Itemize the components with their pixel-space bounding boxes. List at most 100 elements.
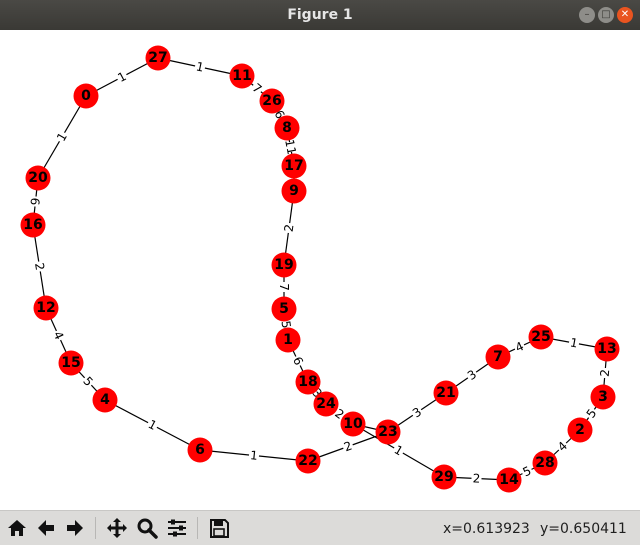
node-label: 16 [23, 217, 42, 233]
edge-label-background [50, 328, 67, 343]
node-circle [33, 295, 59, 321]
minimize-icon[interactable]: – [579, 7, 595, 23]
graph-node: 4 [92, 387, 118, 413]
forward-button[interactable] [62, 515, 88, 541]
node-label: 8 [282, 120, 292, 136]
edge-weight-label: 1 [53, 129, 71, 145]
window-titlebar[interactable]: Figure 1 – □ ✕ [0, 0, 640, 30]
node-label: 3 [598, 389, 608, 405]
graph-node: 9 [281, 178, 307, 204]
edge-label-background [340, 438, 356, 455]
node-label: 6 [195, 442, 205, 458]
edge-weight-label: 3 [408, 403, 426, 422]
graph-node: 15 [58, 350, 84, 376]
node-label: 20 [28, 170, 48, 186]
node-label: 13 [597, 341, 616, 357]
edge-label-background [281, 222, 297, 234]
node-label: 5 [279, 301, 289, 317]
node-circle [590, 384, 616, 410]
edge-weight-label: 1 [567, 335, 581, 351]
edge-label-background [248, 448, 260, 463]
graph-node: 3 [590, 384, 616, 410]
edge-weight-label: 2 [281, 222, 297, 234]
edge-weight-text: 7 [277, 283, 291, 291]
edge-weight-label: 2 [340, 438, 356, 455]
node-circle [259, 88, 285, 114]
graph-node: 20 [25, 165, 51, 191]
home-button[interactable] [4, 515, 30, 541]
node-circle [275, 327, 301, 353]
graph-node: 16 [20, 212, 46, 238]
graph-node: 17 [281, 153, 307, 179]
pan-button[interactable] [104, 515, 130, 541]
save-button[interactable] [206, 515, 232, 541]
graph-node: 0 [73, 83, 99, 109]
graph-node: 13 [594, 336, 620, 362]
graph-node: 26 [259, 88, 285, 114]
edge-weight-text: 9 [28, 197, 43, 206]
edge-label-background [512, 338, 527, 356]
save-icon [210, 519, 229, 538]
graph-node: 25 [528, 324, 554, 350]
edge-label-background [519, 463, 535, 480]
node-label: 2 [575, 422, 585, 438]
move-icon [107, 518, 127, 538]
node-circle [295, 369, 321, 395]
node-circle [271, 252, 297, 278]
node-label: 27 [148, 50, 167, 66]
graph-node: 21 [433, 380, 459, 406]
edge-weight-label: 5 [278, 318, 294, 331]
graph-node: 14 [496, 467, 522, 493]
graph-node: 11 [229, 63, 255, 89]
edge-label-background [567, 335, 581, 351]
node-circle [58, 350, 84, 376]
edge-weight-label: 1 [390, 441, 407, 460]
graph-node: 24 [313, 391, 339, 417]
home-icon [8, 520, 26, 536]
node-circle [431, 464, 457, 490]
graph-node: 10 [340, 411, 366, 437]
edge-weight-label: 4 [50, 328, 67, 343]
node-label: 11 [232, 68, 251, 84]
edge-label-background [308, 384, 326, 402]
graph-node: 8 [274, 115, 300, 141]
node-circle [25, 165, 51, 191]
node-label: 25 [531, 329, 550, 345]
toolbar-separator [197, 517, 198, 539]
edge-weight-label: 5 [519, 463, 535, 480]
edge-weight-text: 2 [282, 223, 297, 232]
node-label: 4 [100, 392, 110, 408]
window-title: Figure 1 [287, 7, 353, 23]
node-circle [594, 336, 620, 362]
node-circle [274, 115, 300, 141]
graph-node: 12 [33, 295, 59, 321]
zoom-icon [137, 518, 158, 539]
graph-node: 23 [375, 419, 401, 445]
back-button[interactable] [33, 515, 59, 541]
node-circle [532, 450, 558, 476]
edge-weight-text: 1 [569, 335, 579, 350]
edge-label-background [278, 318, 294, 331]
edge-weight-text: 5 [279, 320, 294, 329]
node-label: 29 [434, 469, 453, 485]
graph-node: 29 [431, 464, 457, 490]
configure-subplots-button[interactable] [164, 515, 190, 541]
edge-weight-label: 6 [289, 353, 307, 369]
node-circle [567, 417, 593, 443]
node-circle [281, 153, 307, 179]
graph-node: 22 [295, 448, 321, 474]
maximize-icon[interactable]: □ [598, 7, 614, 23]
close-icon[interactable]: ✕ [617, 7, 633, 23]
edge-weight-text: 1 [195, 59, 205, 74]
edge-label-background [248, 79, 266, 98]
graph-node: 1 [275, 327, 301, 353]
edge-label-background [270, 106, 289, 123]
edge-weight-text: 1 [249, 448, 258, 463]
edge-label-background [282, 140, 299, 154]
zoom-button[interactable] [134, 515, 160, 541]
graph-node: 18 [295, 369, 321, 395]
edge-weight-label: 7 [277, 282, 291, 292]
sliders-icon [168, 519, 186, 537]
